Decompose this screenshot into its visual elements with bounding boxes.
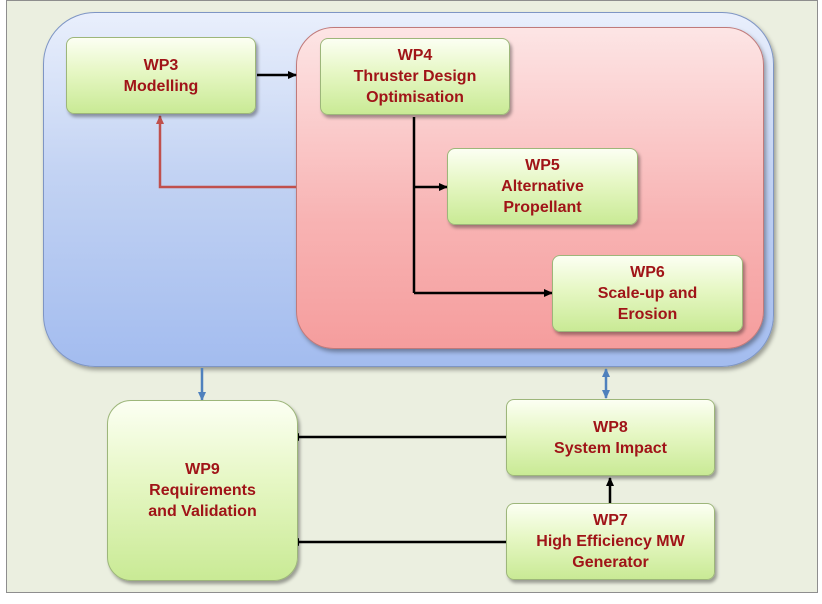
wp5-line-3: Propellant xyxy=(503,199,582,216)
wp9-line-2: Requirements xyxy=(149,482,256,499)
wp7-title: WP7 xyxy=(593,512,628,529)
wp9-title: WP9 xyxy=(185,461,220,478)
wp4-line-2: Thruster Design xyxy=(353,68,477,85)
arrow-red-region-to-wp3 xyxy=(156,115,296,189)
wp5-box: WP5 Alternative Propellant xyxy=(447,148,638,225)
wp3-subtitle: Modelling xyxy=(123,77,199,95)
wp4-title: WP4 xyxy=(397,47,433,64)
wp6-box: WP6 Scale-up and Erosion xyxy=(552,255,743,332)
wp7-box: WP7 High Efficiency MW Generator xyxy=(506,503,715,580)
wp4-line-3: Optimisation xyxy=(366,89,464,106)
wp3-title: WP3 xyxy=(143,56,179,74)
wp6-line-3: Erosion xyxy=(617,306,678,323)
wp7-line-3: Generator xyxy=(572,554,649,571)
wp6-line-2: Scale-up and xyxy=(597,285,698,302)
wp8-title: WP8 xyxy=(593,418,628,436)
wp5-line-2: Alternative xyxy=(501,178,584,195)
wp3-box: WP3 Modelling xyxy=(66,37,256,114)
wp8-subtitle: System Impact xyxy=(554,439,667,457)
wp6-title: WP6 xyxy=(630,264,665,281)
wp4-box: WP4 Thruster Design Optimisation xyxy=(320,38,510,115)
wp8-box: WP8 System Impact xyxy=(506,399,715,476)
wp9-box: WP9 Requirements and Validation xyxy=(107,400,298,581)
wp7-line-2: High Efficiency MW xyxy=(536,533,685,550)
wp9-line-3: and Validation xyxy=(148,503,257,520)
wp5-title: WP5 xyxy=(525,157,560,174)
